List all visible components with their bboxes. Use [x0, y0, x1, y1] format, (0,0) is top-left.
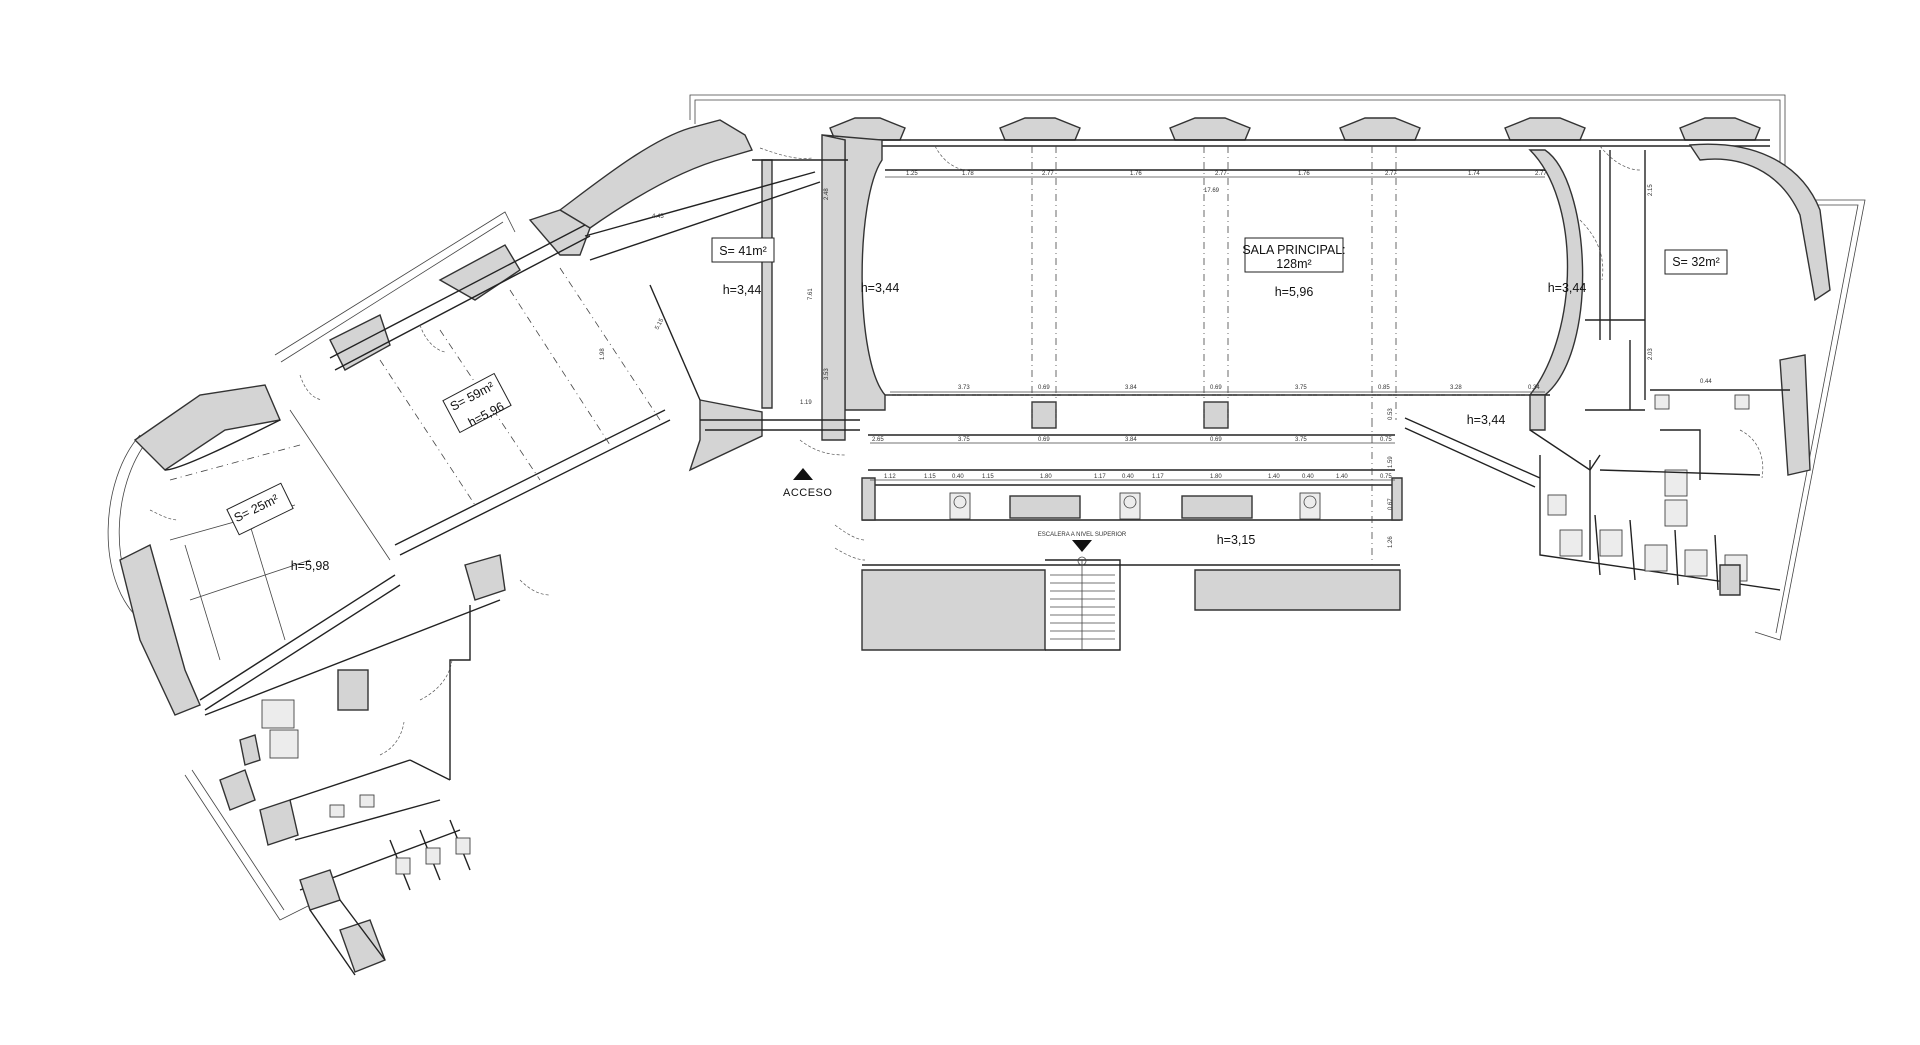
dim-mid-8: 0.34	[1528, 385, 1540, 391]
west-service-wing	[204, 599, 501, 976]
dim-top-6: 1.76	[1298, 171, 1310, 177]
dim-mid-1: 3.73	[958, 385, 970, 391]
dim-mid-6: 0.85	[1378, 385, 1390, 391]
dim-low-7: 0.75	[1380, 437, 1392, 443]
dim-v-12: 0.44	[1700, 379, 1712, 385]
dim-mid-4: 0.69	[1210, 385, 1222, 391]
east-corridor-height: h=3,44	[1467, 413, 1506, 427]
access-label: ACCESO	[783, 487, 832, 499]
stair-label: ESCALERA A NIVEL SUPERIOR	[1038, 532, 1127, 538]
stair	[1050, 556, 1115, 650]
room-59-block	[289, 224, 671, 601]
dims-vertical: 2.48 7.61 3.53 1.19 17.69 0.53 1.59 0.67…	[600, 184, 1712, 548]
dim-v-10: 2.15	[1648, 184, 1654, 196]
dim-v-9: 1.26	[1388, 536, 1394, 548]
dim-v-15: 5.15	[654, 317, 665, 331]
room-41-block	[528, 119, 860, 472]
dim-bot-3: 0.40	[952, 474, 964, 480]
dim-low-6: 3.75	[1295, 437, 1307, 443]
dim-bot-4: 1.15	[982, 474, 994, 480]
dim-v-14: 1.98	[600, 348, 606, 360]
room-25-block	[119, 384, 401, 716]
dim-bot-12: 1.40	[1336, 474, 1348, 480]
dim-v-5: 17.69	[1204, 188, 1220, 194]
right-apse-height: h=3,44	[1548, 281, 1587, 295]
dim-bot-1: 1.12	[884, 474, 896, 480]
dim-low-2: 3.75	[958, 437, 970, 443]
main-hall-name: SALA PRINCIPAL:	[1242, 243, 1345, 257]
dim-bot-10: 1.40	[1268, 474, 1280, 480]
dim-mid-7: 3.28	[1450, 385, 1462, 391]
dim-mid-2: 0.69	[1038, 385, 1050, 391]
dims-mid: 3.73 0.69 3.84 0.69 3.75 0.85 3.28 0.34	[890, 385, 1545, 393]
dim-v-11: 2.03	[1648, 348, 1654, 360]
dim-low-5: 0.69	[1210, 437, 1222, 443]
dim-low-1: 2.65	[872, 437, 884, 443]
label-boxes	[226, 237, 1728, 536]
dim-v-3: 3.53	[824, 368, 830, 380]
dim-v-1: 2.48	[824, 188, 830, 200]
door-swings	[149, 145, 1641, 596]
stair-arrow-icon	[1072, 540, 1092, 552]
dim-bot-13: 0.75	[1380, 474, 1392, 480]
south-corridor-height: h=3,15	[1217, 533, 1256, 547]
dim-v-2: 7.61	[808, 288, 814, 300]
dim-top-1: 1.25	[906, 171, 918, 177]
dim-bot-8: 1.17	[1152, 474, 1164, 480]
dim-top-7: 2.77	[1385, 171, 1397, 177]
dim-bot-11: 0.40	[1302, 474, 1314, 480]
dims-low: 2.65 3.75 0.69 3.84 0.69 3.75 0.75	[870, 437, 1395, 444]
dim-bot-7: 0.40	[1122, 474, 1134, 480]
dim-v-8: 0.67	[1388, 498, 1394, 510]
dim-mid-3: 3.84	[1125, 385, 1137, 391]
room-41-height: h=3,44	[723, 283, 762, 297]
room-32-area: S= 32m²	[1672, 255, 1720, 269]
dim-top-3: 2.77	[1042, 171, 1054, 177]
dim-bot-6: 1.17	[1094, 474, 1106, 480]
dim-v-4: 1.19	[800, 400, 812, 406]
left-apse-height: h=3,44	[861, 281, 900, 295]
dim-top-5: 2.77	[1215, 171, 1227, 177]
dim-low-3: 0.69	[1038, 437, 1050, 443]
dims-bottom: 1.12 1.15 0.40 1.15 1.80 1.17 0.40 1.17 …	[870, 474, 1395, 481]
room-41-area: S= 41m²	[719, 244, 767, 258]
dim-mid-5: 3.75	[1295, 385, 1307, 391]
main-hall-block	[821, 117, 1770, 651]
dims-top: 1.25 1.78 2.77 1.76 2.77 1.76 2.77 1.74 …	[885, 171, 1547, 178]
main-hall-area: 128m²	[1276, 257, 1311, 271]
dim-bot-9: 1.80	[1210, 474, 1222, 480]
dim-low-4: 3.84	[1125, 437, 1137, 443]
main-hall-height: h=5,96	[1275, 285, 1314, 299]
access-arrow-icon	[793, 468, 813, 480]
dim-bot-2: 1.15	[924, 474, 936, 480]
dim-top-8: 1.74	[1468, 171, 1480, 177]
dim-bot-5: 1.80	[1040, 474, 1052, 480]
dim-v-13: 4.45	[652, 214, 664, 220]
terrace-outlines	[107, 94, 1866, 921]
room-25-height: h=5,98	[291, 559, 330, 573]
dim-v-7: 1.59	[1388, 456, 1394, 468]
dim-top-9: 2.77	[1535, 171, 1547, 177]
dim-top-4: 1.76	[1130, 171, 1142, 177]
dim-v-6: 0.53	[1388, 408, 1394, 420]
east-wing	[1529, 143, 1831, 596]
dim-top-2: 1.78	[962, 171, 974, 177]
